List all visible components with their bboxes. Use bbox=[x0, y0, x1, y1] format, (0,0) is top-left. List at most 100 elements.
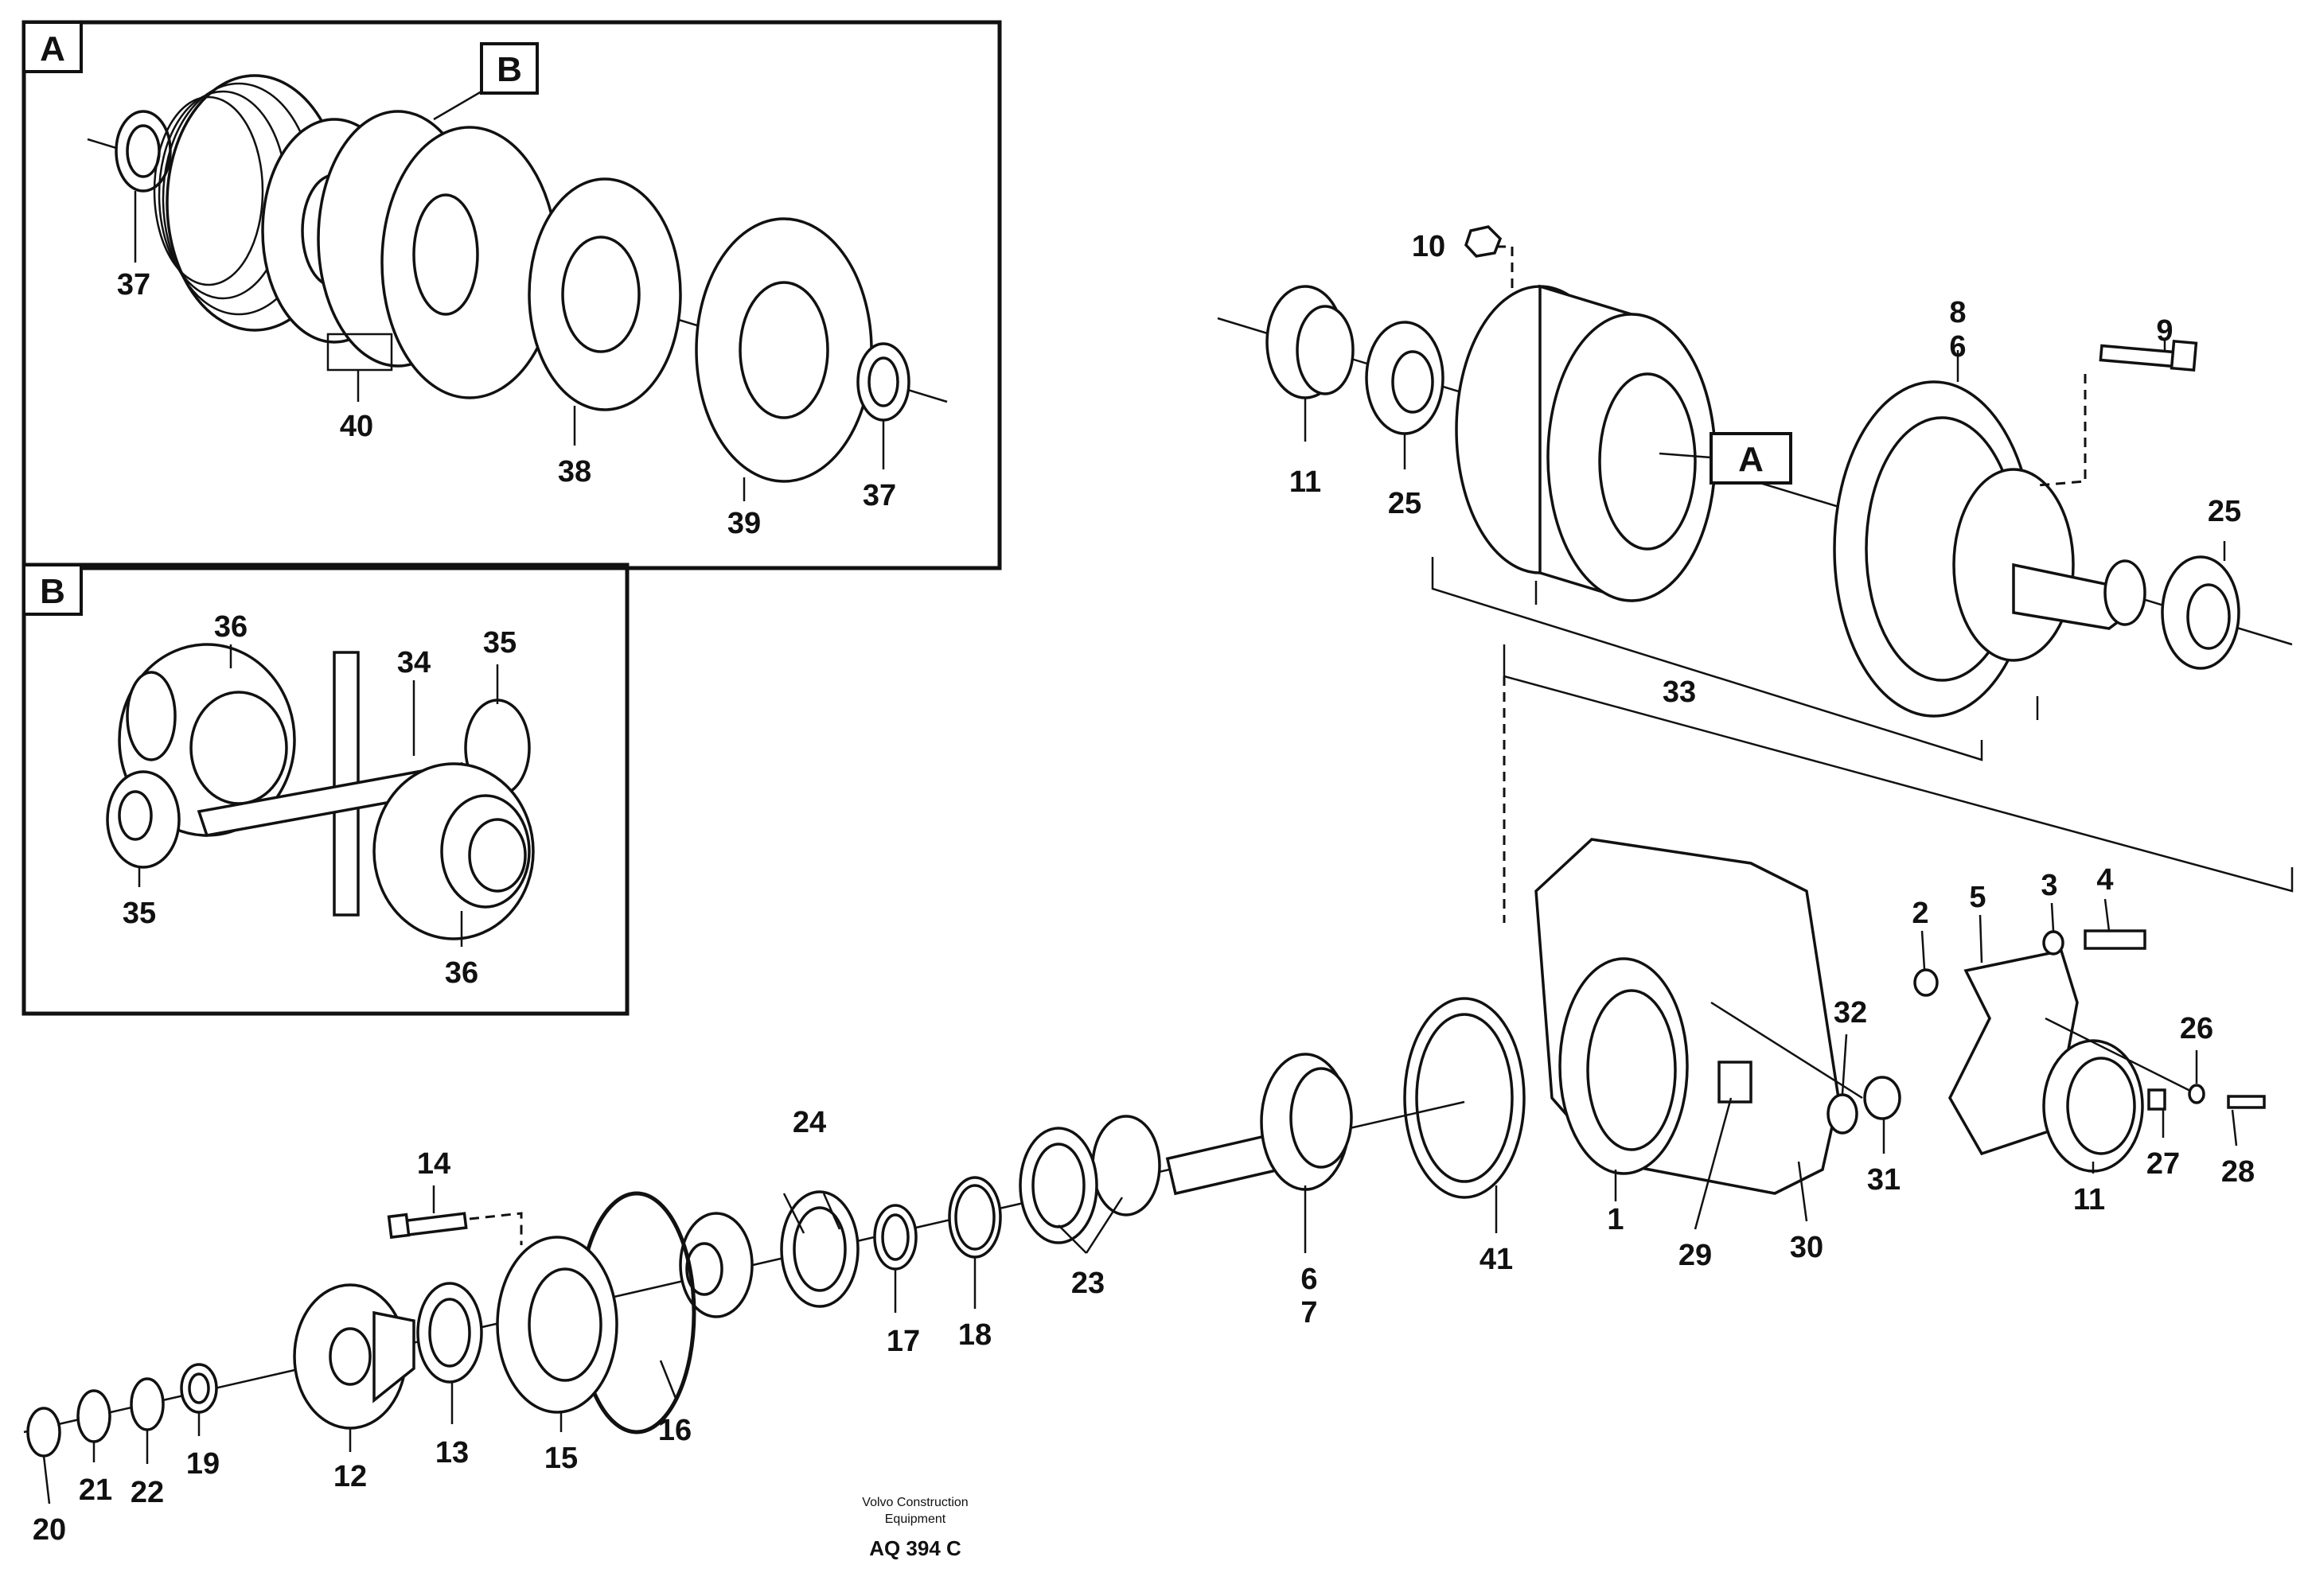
label-40: 40 bbox=[340, 410, 373, 443]
dash-10 bbox=[1496, 245, 1514, 310]
adjusting-nut-11 bbox=[2042, 1039, 2144, 1173]
label-8: 8 bbox=[1949, 296, 1966, 329]
bearing-right-25 bbox=[2161, 555, 2240, 670]
label-31: 31 bbox=[1867, 1163, 1901, 1197]
label-30: 30 bbox=[1790, 1231, 1823, 1264]
bracket-33-lower bbox=[1503, 644, 2294, 893]
label-19: 19 bbox=[186, 1447, 220, 1481]
label-32: 32 bbox=[1834, 996, 1867, 1030]
housing-plate-29 bbox=[1717, 1061, 1752, 1104]
dowel-2 bbox=[1913, 968, 1939, 997]
leader-20 bbox=[42, 1455, 51, 1505]
label-29: 29 bbox=[1678, 1239, 1712, 1272]
side-gear-lower bbox=[372, 762, 535, 940]
shim-18-inner bbox=[954, 1184, 996, 1251]
label-11-bottom: 11 bbox=[2073, 1183, 2105, 1216]
pinion-bearing-23 bbox=[1019, 1115, 1161, 1244]
bearing-cup-41 bbox=[1403, 997, 1526, 1199]
steel-disc bbox=[695, 217, 873, 483]
label-14: 14 bbox=[417, 1147, 450, 1181]
lock-washer-22 bbox=[130, 1377, 165, 1431]
inset-a-frame bbox=[21, 20, 1002, 570]
thrust-washer-left bbox=[115, 110, 172, 193]
label-3: 3 bbox=[2041, 869, 2057, 902]
pinion-gear-left bbox=[106, 770, 181, 869]
leader-30 bbox=[1797, 1161, 1808, 1222]
label-25-right: 25 bbox=[2208, 495, 2241, 528]
washer-26 bbox=[2188, 1084, 2205, 1104]
callout-a-tag: A bbox=[1738, 440, 1764, 479]
inset-b-frame bbox=[21, 562, 630, 1016]
bracket-33-upper bbox=[1431, 557, 1983, 761]
inset-a-tag: A bbox=[40, 29, 65, 68]
side-gear-upper bbox=[118, 643, 296, 837]
washer-3 bbox=[2042, 930, 2064, 956]
label-5: 5 bbox=[1969, 881, 1986, 914]
label-35-bottom: 35 bbox=[123, 897, 156, 930]
inset-a-callout-tag: B bbox=[497, 50, 522, 89]
label-35-top: 35 bbox=[483, 626, 517, 660]
seal-ring-32 bbox=[1827, 1093, 1858, 1135]
label-18: 18 bbox=[958, 1318, 992, 1352]
bolt-28 bbox=[2227, 1095, 2266, 1109]
label-6-top: 6 bbox=[1949, 330, 1966, 364]
spacer-17-inner bbox=[881, 1213, 910, 1261]
dash-9 bbox=[2037, 374, 2087, 487]
label-36-top: 36 bbox=[214, 610, 248, 644]
dash-14 bbox=[469, 1212, 523, 1245]
label-34: 34 bbox=[397, 646, 431, 679]
circlip-20 bbox=[26, 1407, 61, 1458]
footer-line-1: Volvo Construction bbox=[862, 1496, 968, 1509]
leader-23 bbox=[1058, 1197, 1124, 1254]
leader-24 bbox=[782, 1193, 841, 1234]
label-13: 13 bbox=[435, 1436, 469, 1469]
differential-case bbox=[1455, 284, 1717, 602]
label-37-right: 37 bbox=[863, 479, 896, 512]
label-39: 39 bbox=[727, 507, 761, 540]
label-7: 7 bbox=[1300, 1296, 1317, 1329]
callout-a-box bbox=[1710, 432, 1792, 485]
differential-side-gear-11 bbox=[1265, 285, 1355, 399]
pinion-carrier-15 bbox=[496, 1236, 618, 1414]
label-10: 10 bbox=[1412, 230, 1445, 263]
inset-b-tag: B bbox=[40, 572, 65, 611]
label-37-left: 37 bbox=[117, 268, 150, 302]
plug-axis bbox=[1710, 1001, 1863, 1100]
label-4: 4 bbox=[2096, 863, 2113, 897]
label-41: 41 bbox=[1480, 1243, 1513, 1276]
label-1: 1 bbox=[1607, 1203, 1624, 1236]
drive-pinion bbox=[1165, 1053, 1353, 1196]
label-9: 9 bbox=[2156, 314, 2173, 348]
nut-10 bbox=[1464, 225, 1503, 258]
lock-plate-27 bbox=[2147, 1088, 2166, 1111]
crown-wheel bbox=[1833, 380, 2146, 718]
label-6-bottom: 6 bbox=[1300, 1263, 1317, 1296]
leader-4 bbox=[2103, 898, 2111, 932]
leader-5 bbox=[1979, 914, 1983, 963]
inset-a: A bbox=[21, 20, 1002, 570]
inset-b-tag-box bbox=[22, 563, 83, 616]
footer: Volvo Construction Equipment AQ 394 C bbox=[862, 1496, 968, 1560]
friction-disc bbox=[528, 177, 682, 411]
label-25-left: 25 bbox=[1388, 487, 1421, 520]
label-20: 20 bbox=[33, 1513, 66, 1547]
inset-b: B 36 34 bbox=[21, 562, 630, 1016]
pinion-bearing-24 bbox=[679, 1190, 860, 1318]
plug-31 bbox=[1863, 1076, 1901, 1120]
label-23: 23 bbox=[1071, 1267, 1105, 1300]
label-36-bottom: 36 bbox=[445, 956, 478, 990]
leader-32 bbox=[1841, 1034, 1848, 1095]
callout-a-leader bbox=[1659, 452, 1712, 459]
bolt-9 bbox=[2099, 339, 2198, 372]
axle-housing: 1 41 29 30 32 31 2 5 3 4 11 27 26 28 bbox=[1403, 838, 2266, 1276]
bolt-14 bbox=[387, 1212, 468, 1240]
label-21: 21 bbox=[79, 1473, 112, 1507]
nut-19 bbox=[180, 1363, 218, 1414]
leader-16 bbox=[659, 1360, 678, 1401]
leader-29 bbox=[1694, 1097, 1733, 1230]
inset-a-tag-box bbox=[22, 21, 83, 73]
leader-3 bbox=[2050, 902, 2055, 932]
inset-a-callout-box bbox=[480, 42, 539, 95]
differential-assembly: A 10 11 bbox=[1217, 225, 2294, 923]
label-11-top: 11 bbox=[1289, 465, 1321, 499]
